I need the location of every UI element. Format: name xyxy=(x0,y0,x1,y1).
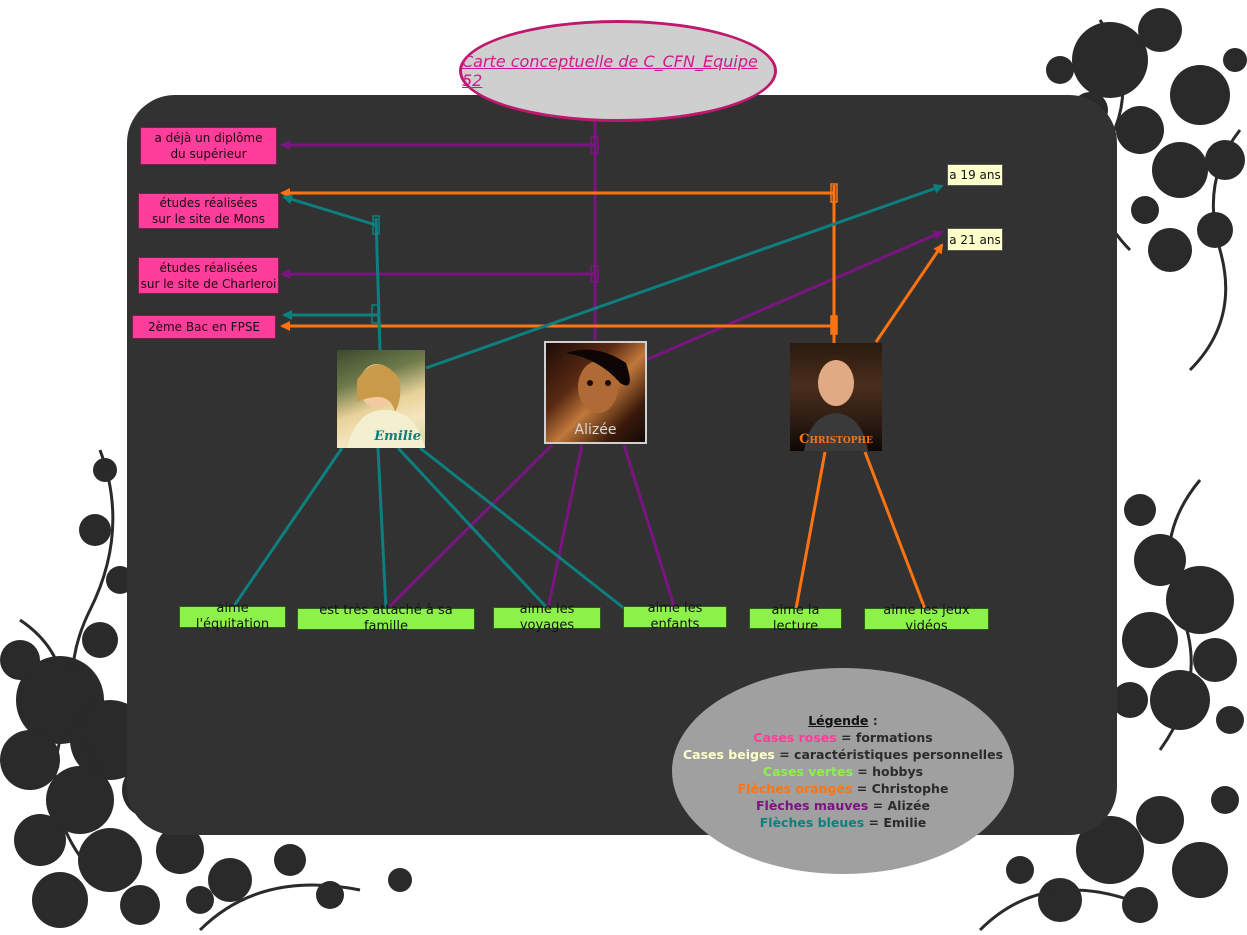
emilie-photo: Emilie xyxy=(337,350,425,448)
formation-box-fpse: 2ème Bac en FPSE xyxy=(132,315,276,339)
characteristic-box-19ans: a 19 ans xyxy=(947,164,1003,186)
characteristic-box-21ans: a 21 ans xyxy=(947,228,1003,251)
formation-box-diplome: a déjà un diplôme du supérieur xyxy=(140,127,277,165)
arrow-alizee-21ans xyxy=(646,232,942,360)
legend-entry: Cases vertes = hobbys xyxy=(763,763,923,780)
legend-entry: Flèches mauves = Alizée xyxy=(756,797,930,814)
teal-trunk-line xyxy=(376,218,380,350)
legend-label: Flèches mauves xyxy=(756,798,868,813)
legend-heading: Légende : xyxy=(808,712,878,729)
arrow-emilie-19ans xyxy=(426,186,942,368)
legend-entry: Flèches oranges = Christophe xyxy=(738,780,949,797)
formation-box-mons: études réalisées sur le site de Mons xyxy=(138,193,279,229)
hobby-box-lecture: aime la lecture xyxy=(749,608,842,629)
line-emilie-famille xyxy=(378,448,386,609)
legend: Légende : Cases roses = formations Cases… xyxy=(672,668,1014,874)
hobby-box-voyages: aime les voyages xyxy=(493,607,601,629)
hobby-box-jeux: aime les jeux vidéos xyxy=(864,608,989,630)
christophe-photo: Christophe xyxy=(790,343,882,451)
legend-entry: Flèches bleues = Emilie xyxy=(760,814,927,831)
line-alizee-enfants xyxy=(624,445,675,609)
legend-entry: Cases beiges = caractéristiques personne… xyxy=(683,746,1003,763)
page-title: Carte conceptuelle de C_CFN_Equipe 52 xyxy=(462,52,774,90)
hobby-box-equitation: aime l'équitation xyxy=(179,606,286,628)
legend-label: Cases vertes xyxy=(763,764,853,779)
line-emilie-equitation xyxy=(234,448,342,606)
title-ellipse: Carte conceptuelle de C_CFN_Equipe 52 xyxy=(459,20,777,122)
line-alizee-voyages xyxy=(548,445,582,609)
legend-label: Flèches oranges xyxy=(738,781,853,796)
legend-label: Cases beiges xyxy=(683,747,775,762)
legend-entry: Cases roses = formations xyxy=(753,729,932,746)
line-christophe-lecture xyxy=(796,452,825,609)
legend-label: Flèches bleues xyxy=(760,815,864,830)
emilie-name: Emilie xyxy=(337,429,421,444)
legend-title: Légende xyxy=(808,713,868,728)
hobby-box-famille: est très attaché à sa famille xyxy=(297,608,475,630)
christophe-name: Christophe xyxy=(790,432,882,447)
line-christophe-jeux xyxy=(865,452,925,609)
hobby-box-enfants: aime les enfants xyxy=(623,606,727,628)
arrow-christophe-21ans xyxy=(876,245,942,342)
alizee-photo: Alizée xyxy=(544,341,647,444)
alizee-name: Alizée xyxy=(546,422,645,438)
line-emilie-enfants xyxy=(420,448,625,609)
formation-box-charleroi: études réalisées sur le site de Charlero… xyxy=(138,257,279,294)
arrow-emilie-mons xyxy=(284,197,376,225)
legend-label: Cases roses xyxy=(753,730,836,745)
